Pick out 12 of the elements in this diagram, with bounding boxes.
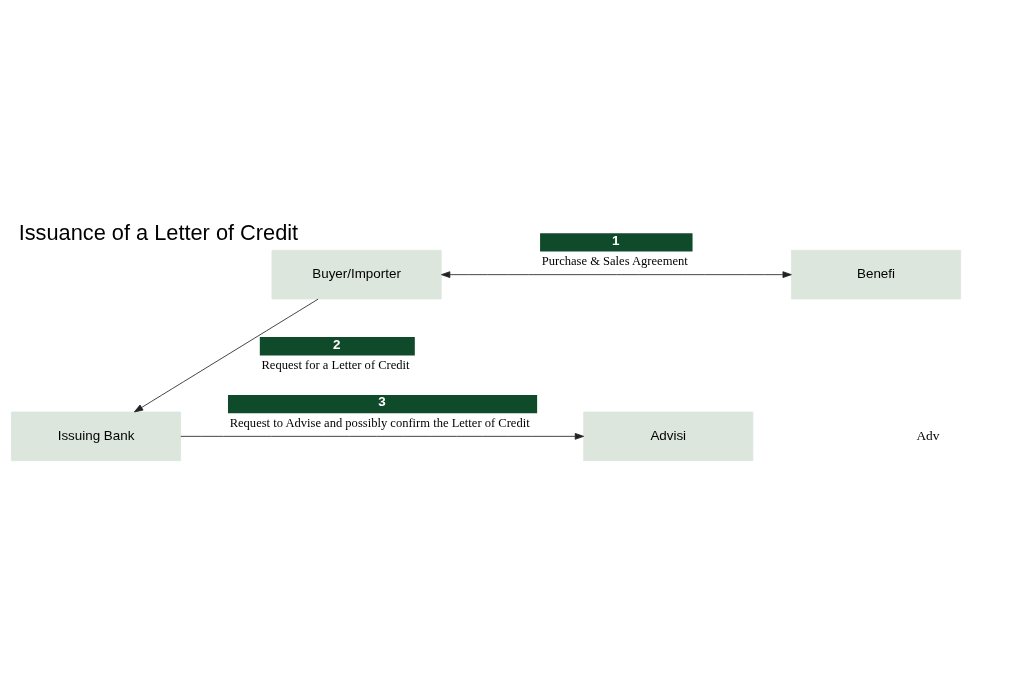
arrow <box>180 433 584 440</box>
node-box: Buyer/Importer <box>271 249 442 300</box>
arrow <box>441 271 792 278</box>
node-box: Issuing Bank <box>10 411 182 462</box>
arrow <box>134 298 319 413</box>
label: Adv <box>916 427 940 443</box>
node-box: Benefi <box>791 249 962 300</box>
edge-label: 2 Request for a Letter of Credit <box>261 336 410 372</box>
node-box: Advisi <box>583 411 754 462</box>
diagram-title: Issuance of a Letter of Credit <box>18 220 299 246</box>
edge-label: 3 Request to Advise and possibly confirm the Letter of Credit <box>229 394 530 430</box>
edge-label: 1 Purchase & Sales Agreement <box>541 232 688 269</box>
